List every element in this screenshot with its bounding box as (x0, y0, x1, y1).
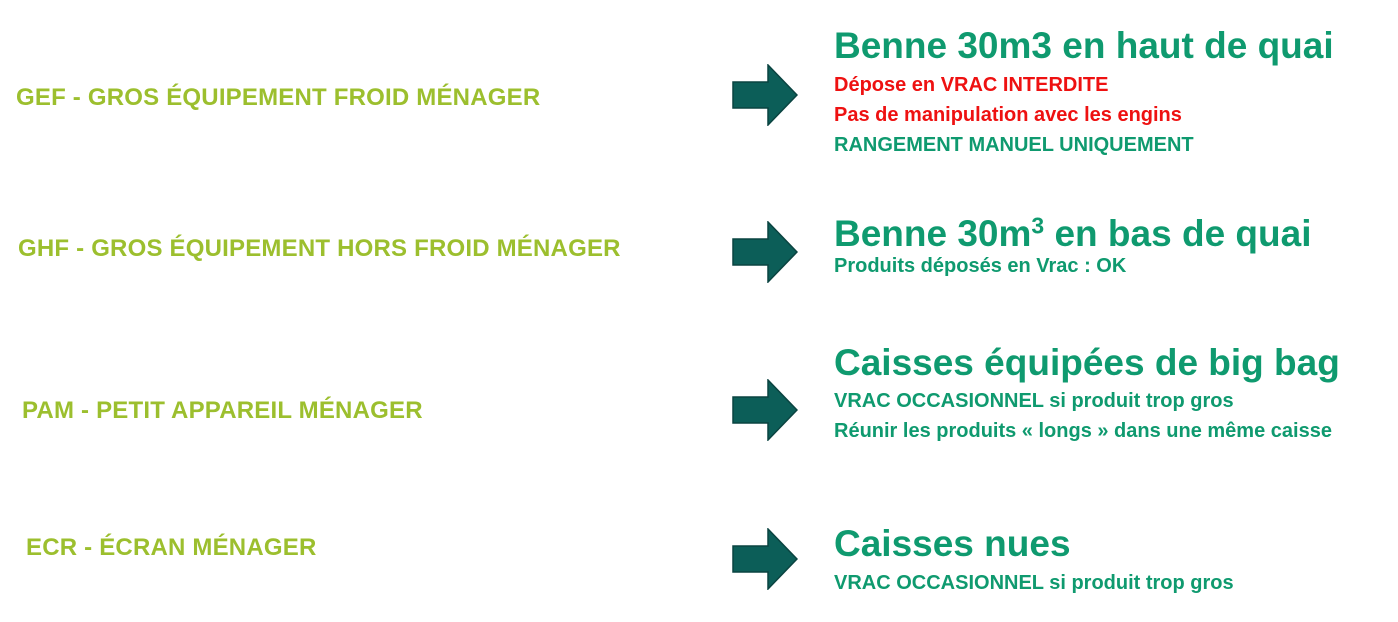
destination-note: Dépose en VRAC INTERDITE (834, 74, 1109, 96)
destination-note: RANGEMENT MANUEL UNIQUEMENT (834, 134, 1194, 156)
destination-pam: Caisses équipées de big bag VRAC OCCASIO… (834, 343, 1340, 446)
destination-title: Benne 30m3 en bas de quai (834, 214, 1311, 254)
destination-note: Réunir les produits « longs » dans une m… (834, 420, 1332, 442)
destination-gef: Benne 30m3 en haut de quai Dépose en VRA… (834, 26, 1334, 160)
title-text: en bas de quai (1044, 213, 1312, 254)
right-arrow-icon (732, 528, 798, 590)
right-arrow-icon (732, 64, 798, 126)
destination-note: Produits déposés en Vrac : OK (834, 255, 1127, 277)
superscript-text: 3 (1031, 212, 1045, 239)
destination-note: Pas de manipulation avec les engins (834, 104, 1182, 126)
destination-title: Benne 30m3 en haut de quai (834, 25, 1334, 66)
right-arrow-icon (732, 379, 798, 441)
destination-title: Caisses équipées de big bag (834, 342, 1340, 383)
destination-note: VRAC OCCASIONNEL si produit trop gros (834, 572, 1234, 594)
destination-ecr: Caisses nues VRAC OCCASIONNEL si produit… (834, 524, 1234, 598)
category-label-ecr: ECR - ÉCRAN MÉNAGER (26, 534, 317, 561)
category-label-ghf: GHF - GROS ÉQUIPEMENT HORS FROID MÉNAGER (18, 235, 621, 262)
title-text: Benne 30m (834, 213, 1032, 254)
category-label-gef: GEF - GROS ÉQUIPEMENT FROID MÉNAGER (16, 84, 541, 111)
destination-note: VRAC OCCASIONNEL si produit trop gros (834, 390, 1234, 412)
destination-ghf: Benne 30m3 en bas de quai Produits dépos… (834, 214, 1311, 281)
destination-title: Caisses nues (834, 523, 1071, 564)
category-label-pam: PAM - PETIT APPAREIL MÉNAGER (22, 397, 423, 424)
right-arrow-icon (732, 221, 798, 283)
